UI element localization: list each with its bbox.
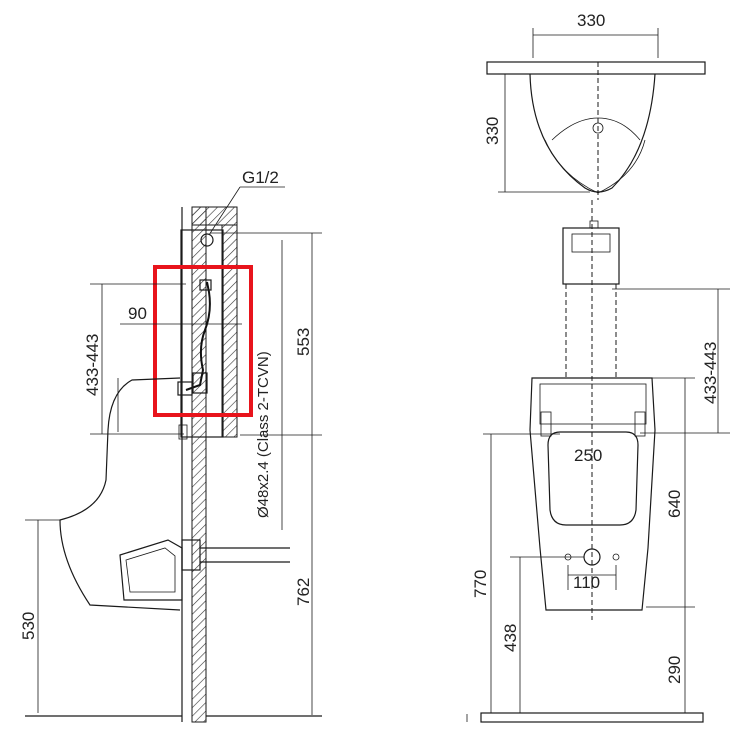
top-wall-plate (486, 61, 706, 75)
dim-top-width: 330 (577, 11, 605, 30)
wall-cap (191, 206, 238, 226)
label-thread: G1/2 (242, 168, 279, 187)
label-pipe-spec: Ø48x2.4 (Class 2-TCVN) (255, 351, 272, 518)
dim-floor-outlet: 290 (665, 656, 684, 684)
dim-overall-side: 530 (19, 612, 38, 640)
urinal-side-body (59, 377, 181, 611)
dim-outlet-height: 438 (501, 624, 520, 652)
highlight-box (153, 265, 253, 417)
top-view: 330 330 (483, 11, 706, 200)
valve-housing (180, 229, 224, 438)
front-view: 250 110 433-443 640 290 770 438 (466, 200, 730, 723)
side-view: G1/2 90 433-443 553 Ø48x2.4 (Class 2-TCV… (19, 168, 322, 723)
urinal-front-body (529, 377, 656, 611)
dim-outlet-spacing: 110 (573, 573, 600, 592)
flush-valve-box (562, 227, 620, 285)
dim-offset: 90 (128, 304, 147, 323)
dim-front-bracket: 433-443 (701, 342, 720, 404)
dim-inner-width: 250 (574, 446, 602, 465)
dim-overall-front: 770 (471, 570, 490, 598)
wall-section (191, 206, 207, 723)
dim-top-depth: 330 (483, 117, 502, 145)
supply-hose (185, 281, 211, 391)
front-floor (480, 712, 704, 723)
dim-body-height: 640 (665, 490, 684, 518)
dim-valve-height: 553 (294, 328, 313, 356)
dim-bracket-height: 433-443 (83, 334, 102, 396)
dim-rim-height: 762 (294, 578, 313, 606)
